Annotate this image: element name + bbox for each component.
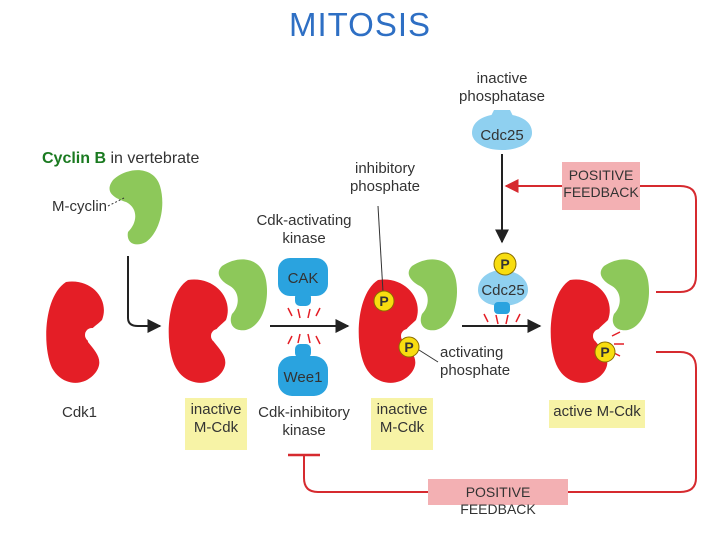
active-mcdk-label: active M-Cdk bbox=[549, 400, 645, 428]
inhibitory-phosphate-line2: phosphate bbox=[349, 177, 421, 195]
inactive-mcdk-complex-1 bbox=[168, 259, 268, 383]
activating-phosphate-label: P bbox=[404, 339, 413, 355]
cak-label: CAK bbox=[288, 270, 319, 287]
cdc25-inactive-label: Cdc25 bbox=[480, 127, 523, 144]
cyclin-shape-3 bbox=[600, 259, 650, 331]
activating-phosphate bbox=[398, 336, 420, 358]
cdk-activating-kinase-line1: Cdk-activating bbox=[256, 212, 352, 229]
cdc25-inactive bbox=[472, 110, 532, 150]
cdk-pocket-3 bbox=[593, 329, 607, 343]
inactive-phosphatase-line1: inactive bbox=[476, 70, 528, 87]
positive-feedback-inhibit-line bbox=[303, 456, 428, 493]
cdk-activating-kinase-label: Cdk-activating kinase bbox=[254, 212, 354, 247]
cdk1-shape bbox=[46, 281, 104, 383]
inhibitory-phosphate-line1: inhibitory bbox=[354, 160, 416, 177]
cyclin-shape-1 bbox=[218, 259, 268, 331]
inactive-phosphatase-label: inactive phosphatase bbox=[452, 70, 552, 105]
positive-feedback-loop-bottom bbox=[568, 351, 697, 493]
cyclin-b-suffix: in vertebrate bbox=[106, 150, 200, 167]
active-phosphate bbox=[594, 341, 616, 363]
inactive-mcdk-label-1: inactive M-Cdk bbox=[185, 398, 247, 450]
activating-phosphate-line1: activating bbox=[440, 344, 504, 361]
inactive-phosphatase-line2: phosphatase bbox=[459, 87, 545, 105]
cak-activity-marks bbox=[287, 307, 321, 319]
positive-feedback-top-line1: POSITIVE bbox=[568, 167, 634, 183]
cdc25-active-label: Cdc25 bbox=[481, 282, 524, 299]
active-mcdk-complex bbox=[550, 259, 650, 383]
positive-feedback-box-top: POSITIVE FEEDBACK bbox=[562, 162, 640, 210]
positive-feedback-loop-top bbox=[640, 185, 697, 293]
cdk-activating-kinase-line2: kinase bbox=[282, 229, 326, 247]
m-cyclin-label: M-cyclin bbox=[52, 198, 107, 215]
cyclin-b-label: Cyclin B bbox=[42, 150, 107, 167]
inhibitory-phosphate-pointer bbox=[377, 205, 384, 293]
cdk-shape-3 bbox=[550, 279, 610, 383]
inactive-mcdk-label-2: inactive M-Cdk bbox=[371, 398, 433, 450]
cdc25-active bbox=[478, 270, 528, 325]
inactive-mcdk-2-line1: inactive bbox=[376, 401, 428, 418]
activating-phosphate-pointer bbox=[418, 349, 439, 363]
activating-phosphate-text: activating phosphate bbox=[440, 344, 510, 379]
inactive-mcdk-1-line1: inactive bbox=[190, 401, 242, 418]
cak-enzyme bbox=[278, 258, 328, 319]
m-cyclin-shape bbox=[109, 170, 163, 245]
cdk1-label: Cdk1 bbox=[62, 404, 98, 421]
cdk1-pocket bbox=[85, 328, 99, 342]
inhibitory-phosphate-label: P bbox=[379, 293, 388, 309]
wee1-label: Wee1 bbox=[284, 369, 323, 386]
inactive-mcdk-2-line2: M-Cdk bbox=[379, 419, 425, 436]
cyclin-binding-arrow bbox=[127, 256, 162, 333]
activating-phosphate-line2: phosphate bbox=[440, 361, 511, 379]
m-cyclin-pointer bbox=[107, 197, 125, 207]
cdk-inhibitory-kinase-line2: kinase bbox=[282, 421, 326, 439]
cdk-inhibitory-kinase-label: Cdk-inhibitory kinase bbox=[254, 404, 354, 439]
cdc25-phosphate bbox=[493, 252, 517, 276]
cyclin-b-note: Cyclin B in vertebrate bbox=[42, 150, 199, 168]
cdc25-phosphate-label: P bbox=[500, 256, 509, 272]
active-phosphate-label: P bbox=[600, 344, 609, 360]
positive-feedback-box-bottom: POSITIVE FEEDBACK bbox=[428, 479, 568, 517]
cdc25-activity-marks bbox=[483, 313, 521, 325]
wee1-enzyme bbox=[278, 333, 328, 396]
inhibitory-phosphate-text: inhibitory phosphate bbox=[342, 160, 428, 195]
cdk-inhibitory-kinase-line1: Cdk-inhibitory bbox=[258, 404, 350, 421]
cdk-shape-1 bbox=[168, 279, 228, 383]
cdk-pocket-1 bbox=[211, 329, 225, 343]
inhibitory-phosphate bbox=[373, 290, 395, 312]
cyclin-shape-2 bbox=[408, 259, 458, 331]
cdk-shape-2 bbox=[358, 279, 418, 383]
inactive-mcdk-complex-2 bbox=[358, 259, 458, 383]
inactive-mcdk-1-line2: M-Cdk bbox=[193, 419, 239, 436]
wee1-activity-marks bbox=[287, 333, 321, 345]
page-title: MITOSIS bbox=[288, 6, 432, 43]
positive-feedback-top-line2: FEEDBACK bbox=[563, 183, 639, 200]
